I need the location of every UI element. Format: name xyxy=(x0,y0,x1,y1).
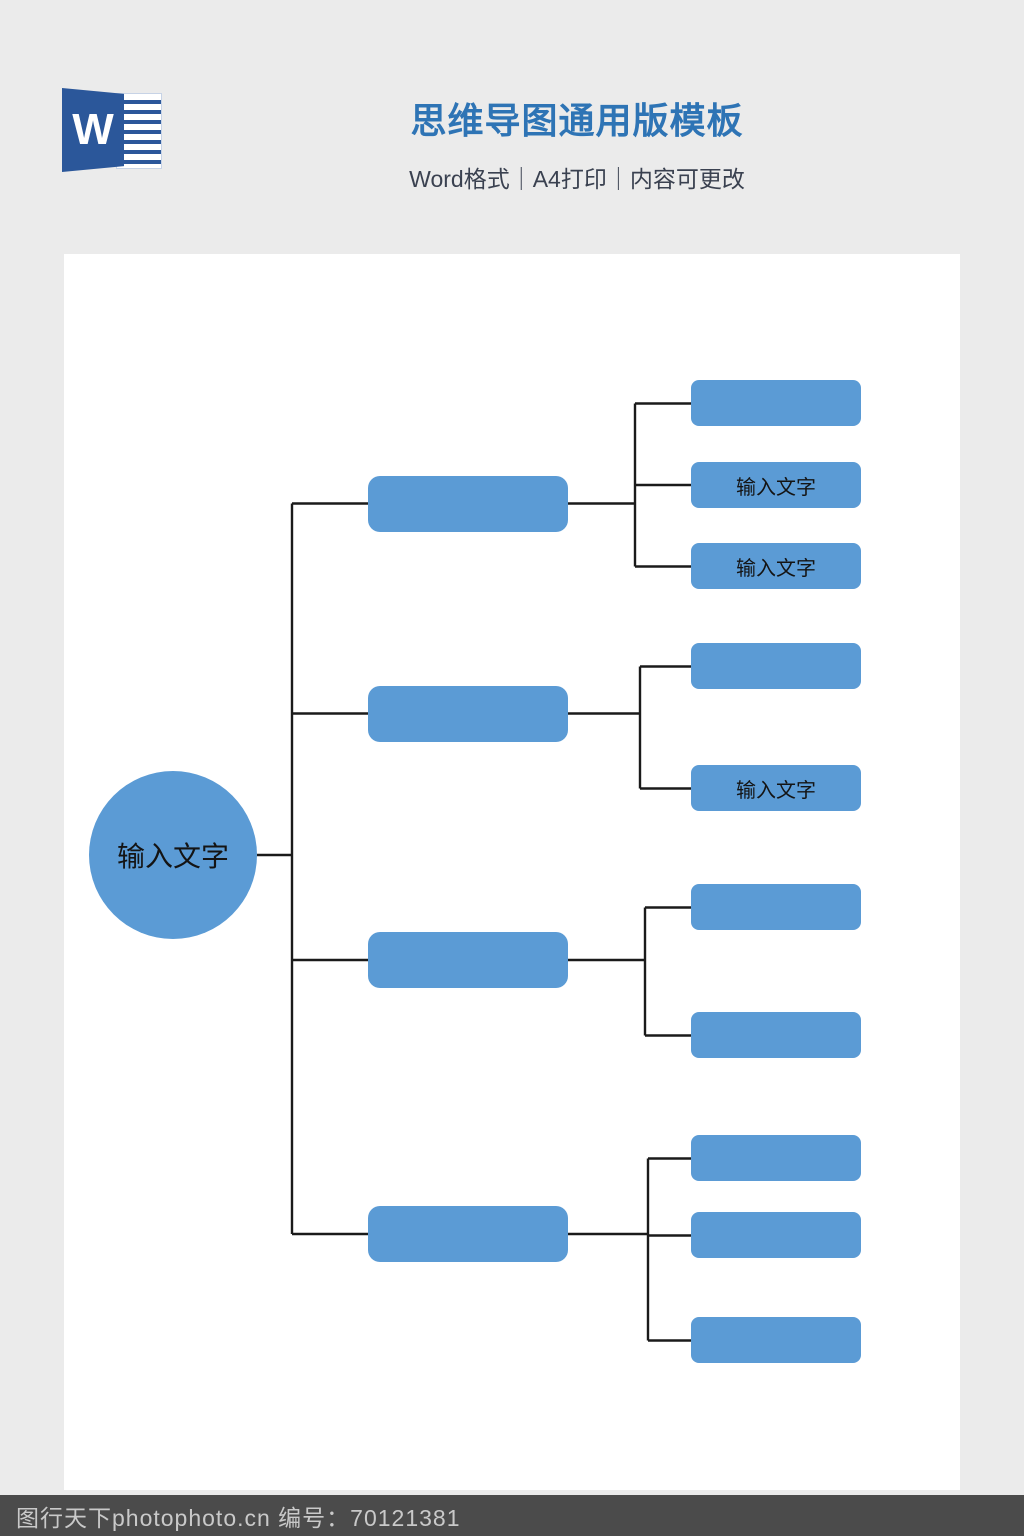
child-node-1-2: 输入文字 xyxy=(691,462,861,508)
word-logo-letter: W xyxy=(72,105,114,154)
child-node-4-1 xyxy=(691,1135,861,1181)
header: 思维导图通用版模板 Word格式｜A4打印｜内容可更改 xyxy=(130,92,1024,194)
child-node-1-3: 输入文字 xyxy=(691,543,861,589)
document-canvas: 输入文字 输入文字 输入文字 输入文字 xyxy=(64,254,960,1490)
branch-node-1 xyxy=(368,476,568,532)
watermark-text: 图行天下photophoto.cn 编号：70121381 xyxy=(16,1504,461,1531)
branch-node-4 xyxy=(368,1206,568,1262)
page-subtitle: Word格式｜A4打印｜内容可更改 xyxy=(409,166,745,192)
mindmap-root-node: 输入文字 xyxy=(89,771,257,939)
page-title: 思维导图通用版模板 xyxy=(410,100,744,141)
branch-node-3 xyxy=(368,932,568,988)
branch-node-2 xyxy=(368,686,568,742)
child-node-4-3 xyxy=(691,1317,861,1363)
child-node-3-1 xyxy=(691,884,861,930)
word-logo-icon: W xyxy=(62,88,164,172)
child-node-2-2: 输入文字 xyxy=(691,765,861,811)
child-node-2-1 xyxy=(691,643,861,689)
watermark-bar: 图行天下photophoto.cn 编号：70121381 xyxy=(0,1495,1024,1536)
child-node-1-1 xyxy=(691,380,861,426)
child-node-4-2 xyxy=(691,1212,861,1258)
connector-lines xyxy=(257,402,691,1342)
word-logo-cover: W xyxy=(62,88,124,172)
child-node-3-2 xyxy=(691,1012,861,1058)
